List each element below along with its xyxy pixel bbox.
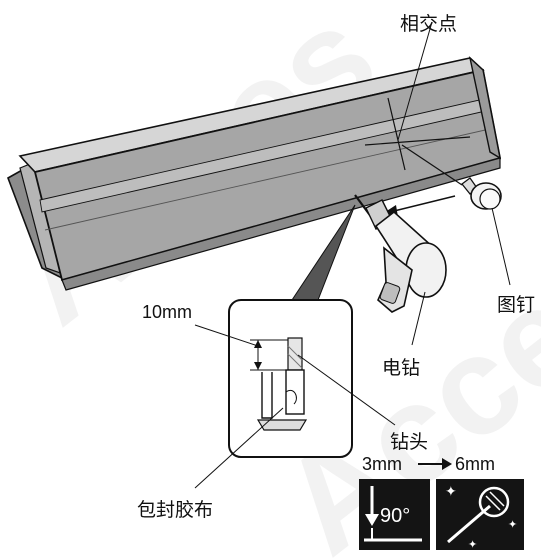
bit-size-change: 3mm 6mm xyxy=(362,454,495,474)
mark-vertical-line xyxy=(387,97,406,171)
detail-chuck-jaw xyxy=(261,372,273,419)
pushpin-leader-line xyxy=(491,207,511,286)
pushpin-cap xyxy=(479,188,501,210)
sparkle-icon-bit xyxy=(478,486,510,518)
drill-leader-line xyxy=(411,291,426,346)
pushpin-guide-line xyxy=(401,144,463,186)
bit-size-arrow-head xyxy=(442,458,452,470)
drill-label: 电钻 xyxy=(382,357,420,379)
perpendicular-90-icon: 90° xyxy=(359,479,430,550)
pushpin-label: 图钉 xyxy=(497,294,535,316)
sparkle-icon-star-3: ✦ xyxy=(508,519,517,531)
dim-arrow-up xyxy=(254,340,262,348)
sparkle-icon-hatch xyxy=(485,495,501,511)
mark-horizontal-line xyxy=(364,136,471,146)
detail-bit-hatch-2 xyxy=(287,353,303,369)
zoom-callout: 10mm 钻头 包封胶布 xyxy=(137,204,428,521)
detail-rotation-arrow xyxy=(285,390,297,405)
pushpin: 图钉 xyxy=(401,144,535,316)
sparkle-icon-star-2: ✦ xyxy=(468,539,477,551)
bit-size-to: 6mm xyxy=(455,454,495,474)
drill-arrow-line xyxy=(389,195,456,213)
depth-label: 10mm xyxy=(142,302,192,322)
electric-drill: 电钻 xyxy=(354,194,447,379)
perpendicular-icon-text: 90° xyxy=(380,505,410,527)
detail-tape-wrap xyxy=(285,369,305,415)
detail-chuck-base xyxy=(256,419,308,431)
panel-bottom-edge xyxy=(61,157,501,291)
drill-trigger xyxy=(379,282,401,304)
tape-label: 包封胶布 xyxy=(137,499,213,521)
drill-bit-label: 钻头 xyxy=(390,431,428,453)
perpendicular-icon-arrow xyxy=(365,514,379,526)
panel-right-end xyxy=(468,55,501,160)
intersection-marks: 相交点 xyxy=(364,13,471,171)
dim-arrow-down xyxy=(254,362,262,370)
mounting-panel xyxy=(7,55,502,291)
sparkle-icon-star-1: ✦ xyxy=(445,483,457,499)
sparkle-icon-hatch-2 xyxy=(489,491,505,507)
intersection-leader-line xyxy=(397,21,433,141)
bit-size-from: 3mm xyxy=(362,454,402,474)
drill-bit-sparkle-icon: ✦ ✦ ✦ xyxy=(436,479,524,551)
depth-leader-line xyxy=(194,324,259,347)
intersection-label: 相交点 xyxy=(400,13,457,35)
tape-leader-line xyxy=(194,407,284,489)
detail-bit-hatch xyxy=(287,345,303,361)
panel-face-line xyxy=(44,127,495,231)
drill-bit-leader-line xyxy=(297,354,396,426)
